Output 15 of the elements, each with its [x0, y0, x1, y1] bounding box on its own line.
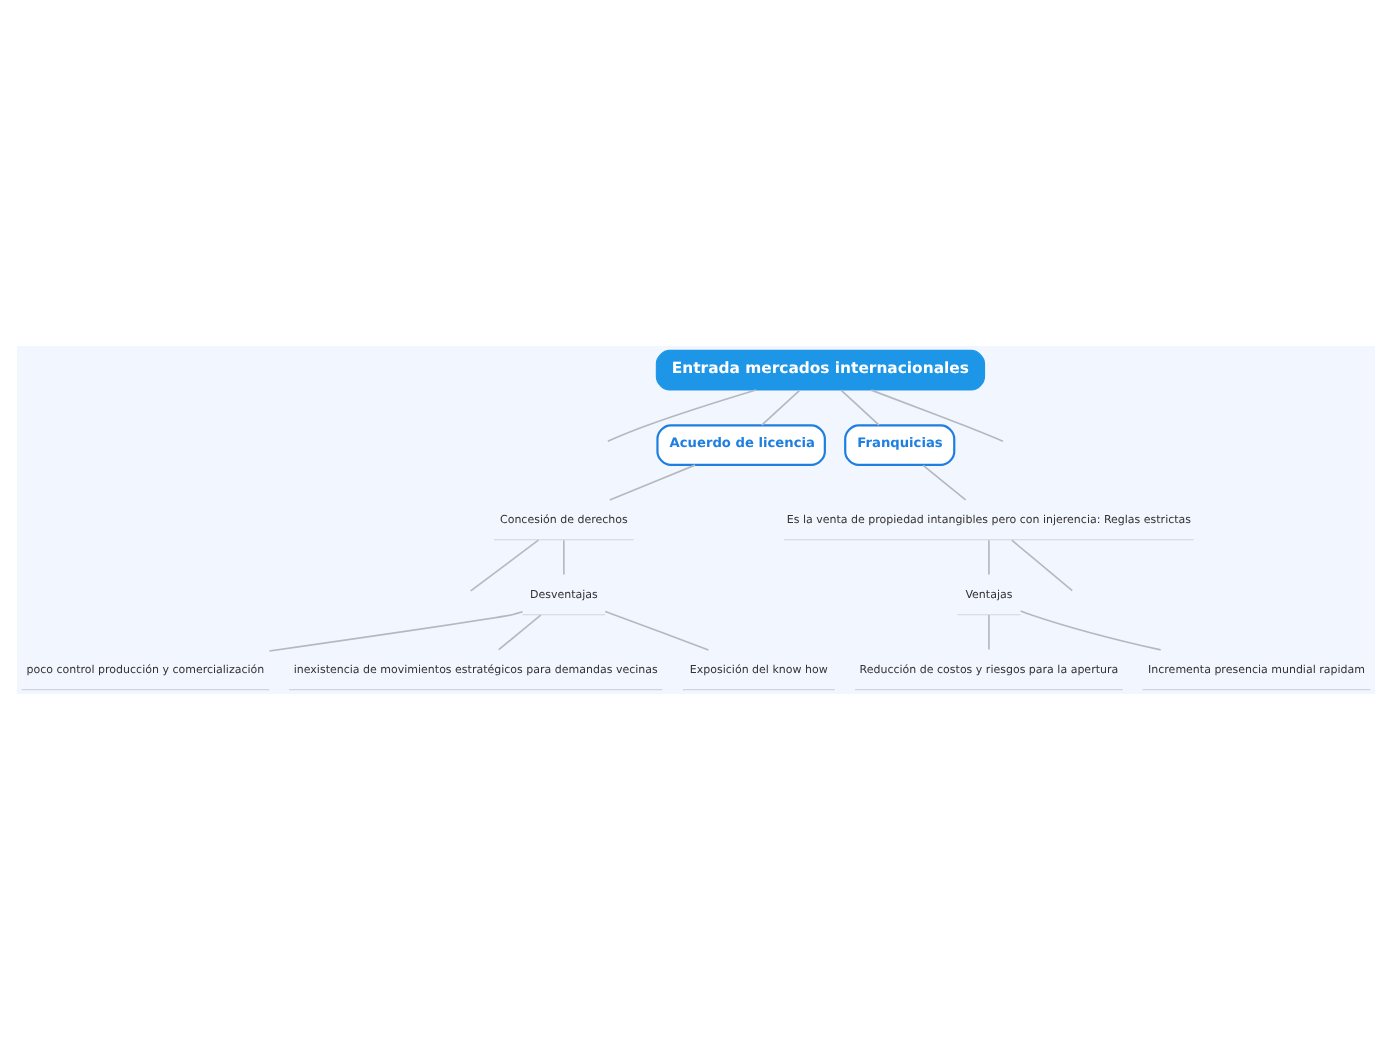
connector	[988, 539, 990, 576]
connector	[840, 389, 880, 426]
connector	[563, 539, 565, 576]
connector	[988, 614, 990, 651]
connector	[1019, 610, 1162, 651]
connector	[761, 389, 801, 426]
connector	[268, 610, 524, 652]
connector	[497, 614, 542, 651]
connector	[1010, 539, 1074, 592]
connector	[604, 610, 710, 651]
connector	[607, 389, 757, 442]
connector	[608, 464, 696, 501]
connector	[922, 464, 967, 501]
connector	[469, 539, 540, 592]
connector	[870, 389, 1004, 442]
